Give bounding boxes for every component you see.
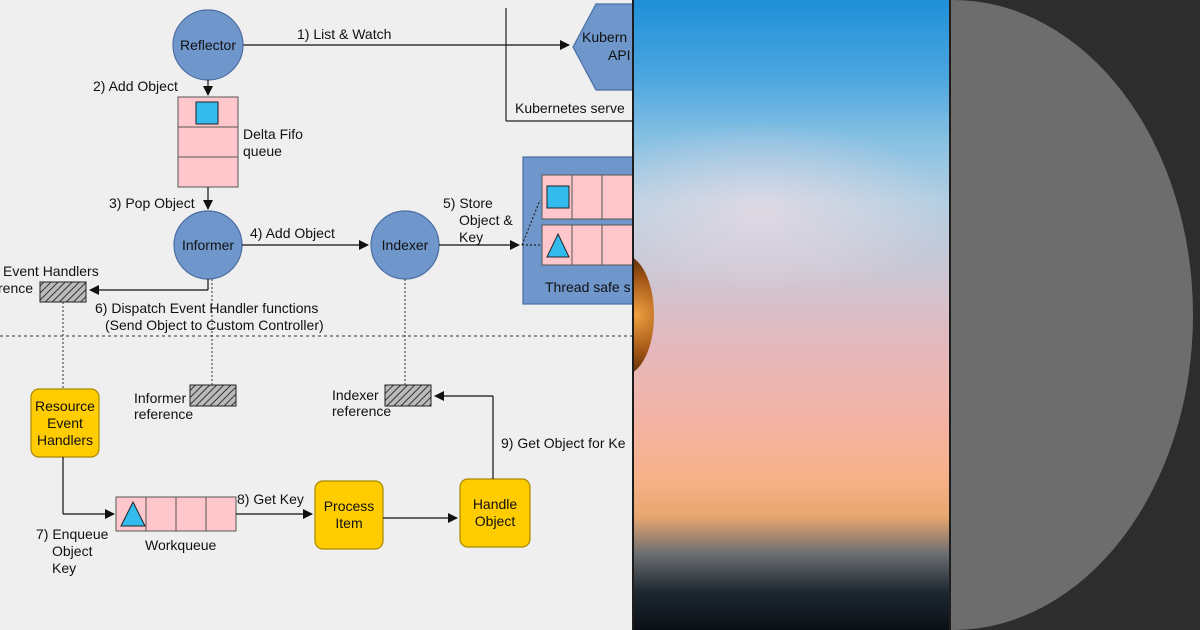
svg-text:Informer: Informer	[182, 237, 234, 253]
svg-text:Object: Object	[475, 513, 516, 529]
stored-object-square-icon	[546, 185, 570, 209]
sunset-sky-photo	[634, 0, 949, 630]
svg-text:API: API	[608, 47, 631, 63]
process-item-node: Process Item	[314, 480, 384, 550]
kubernetes-server-label: Kubernetes serve	[515, 100, 625, 116]
svg-text:Item: Item	[335, 515, 362, 531]
svg-text:Reflector: Reflector	[180, 37, 236, 53]
svg-text:Handle: Handle	[473, 496, 518, 512]
step-3-label: 3) Pop Object	[109, 195, 195, 211]
step-5-label-line3: Key	[459, 229, 483, 245]
resource-event-handlers-node: Resource Event Handlers	[30, 388, 100, 458]
informer-reference-box	[189, 384, 237, 407]
indexer-ref-label-line2: reference	[332, 403, 391, 419]
svg-text:Process: Process	[324, 498, 375, 514]
svg-text:Event: Event	[47, 415, 83, 431]
delta-fifo-queue	[177, 96, 239, 188]
step-8-label: 8) Get Key	[237, 491, 304, 507]
informer-node: Informer	[173, 210, 243, 280]
step-9-label: 9) Get Object for Ke	[501, 435, 626, 451]
dark-panel	[951, 0, 1200, 630]
delta-fifo-label-line2: queue	[243, 143, 282, 159]
step-7-label-line3: Key	[52, 560, 76, 576]
step-5-label-line1: 5) Store	[443, 195, 493, 211]
handle-object-node: Handle Object	[459, 478, 531, 548]
indexer-reference-box	[384, 384, 432, 407]
step-4-label: 4) Add Object	[250, 225, 335, 241]
svg-text:Handlers: Handlers	[37, 432, 93, 448]
svg-text:Resource: Resource	[35, 398, 95, 414]
workqueue	[115, 496, 237, 532]
step-1-label: 1) List & Watch	[297, 26, 391, 42]
reflector-node: Reflector	[172, 9, 244, 81]
step-6-label-line1: 6) Dispatch Event Handler functions	[95, 300, 318, 316]
event-handlers-ref-label-line2: rence	[0, 280, 33, 296]
step-7-label-line1: 7) Enqueue	[36, 526, 109, 542]
event-handlers-reference-box	[39, 281, 87, 303]
event-handlers-ref-label-line1: Event Handlers	[3, 263, 99, 279]
indexer-node: Indexer	[370, 210, 440, 280]
informer-ref-label-line2: reference	[134, 406, 193, 422]
step-6-label-line2: (Send Object to Custom Controller)	[105, 317, 324, 333]
informer-ref-label-line1: Informer	[134, 390, 186, 406]
indexer-ref-label-line1: Indexer	[332, 387, 379, 403]
delta-fifo-label-line1: Delta Fifo	[243, 126, 303, 142]
step-5-label-line2: Object &	[459, 212, 513, 228]
thread-safe-store: Thread safe s	[522, 156, 632, 305]
step-2-label: 2) Add Object	[93, 78, 178, 94]
kubernetes-server-frame: Kubernetes serve	[505, 8, 632, 122]
svg-text:Indexer: Indexer	[382, 237, 429, 253]
thread-safe-store-label: Thread safe s	[545, 279, 631, 295]
queued-key-triangle-icon	[120, 500, 146, 527]
object-square-icon	[195, 101, 219, 125]
kubernetes-api-node: Kubern API	[572, 3, 632, 91]
glass-sphere-edge	[634, 255, 654, 375]
client-go-controller-diagram: Kubernetes serve Kubern API 1) List & Wa…	[0, 0, 632, 630]
workqueue-label: Workqueue	[145, 537, 217, 553]
stored-object-triangle-icon	[546, 232, 570, 258]
svg-text:Kubern: Kubern	[582, 29, 627, 45]
step-7-label-line2: Object	[52, 543, 93, 559]
store-key-dotted-line	[521, 199, 541, 246]
gray-disk	[951, 0, 1193, 630]
